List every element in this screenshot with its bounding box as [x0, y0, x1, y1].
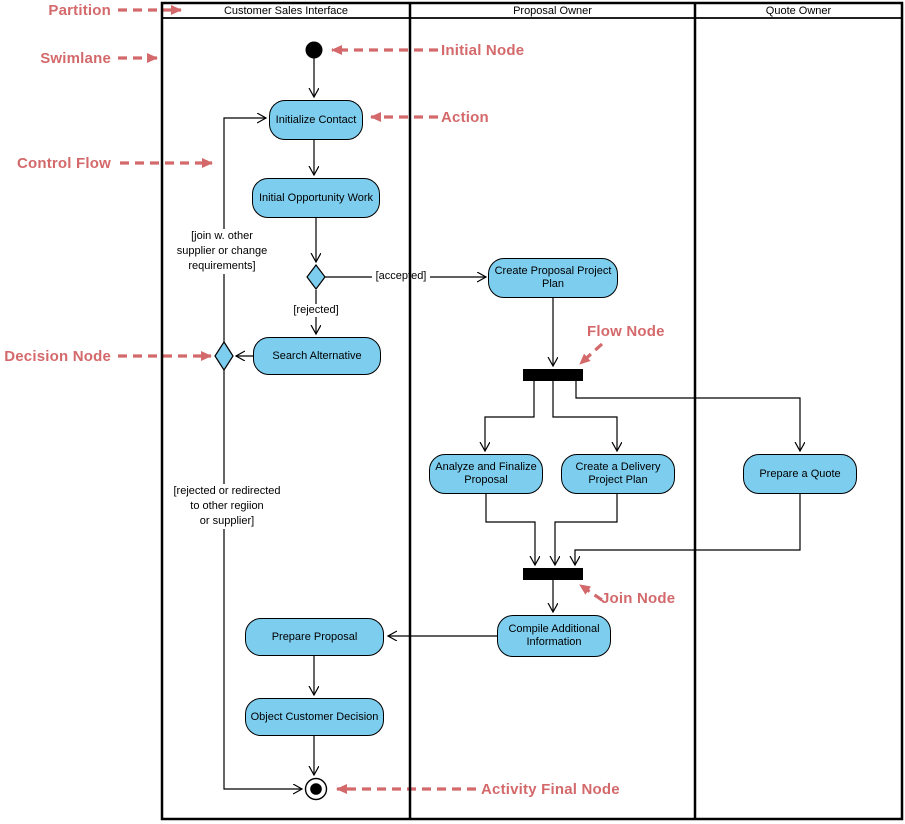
fork-node-bar [523, 369, 583, 381]
action-create-proposal-project-plan: Create Proposal Project Plan [488, 258, 618, 298]
action-prepare-a-quote: Prepare a Quote [743, 454, 857, 494]
flow-fork-to-analyze [485, 381, 535, 451]
guard-reject-final: [rejected or redirected to other regiion… [167, 484, 287, 529]
flow-fork-to-delivery [552, 381, 617, 451]
flow-delivery-to-join [555, 493, 618, 565]
action-initialize-contact: Initialize Contact [269, 100, 363, 140]
guard-rejected: [rejected] [290, 304, 342, 317]
activity-final-node-inner [310, 783, 322, 795]
annotation-activity-final-node: Activity Final Node [481, 781, 620, 798]
decision-node-1 [306, 264, 326, 290]
decision-node-2 [214, 340, 234, 372]
action-initial-opportunity-work: Initial Opportunity Work [252, 178, 380, 218]
annotation-partition: Partition [48, 2, 111, 19]
action-search-alternative: Search Alternative [253, 337, 381, 375]
initial-node [305, 41, 323, 59]
action-object-customer-decision: Object Customer Decision [245, 698, 384, 736]
join-node-callout-arrow [579, 583, 603, 602]
action-create-a-delivery-project-plan: Create a Delivery Project Plan [561, 454, 675, 494]
annotation-swimlane: Swimlane [40, 50, 111, 67]
annotation-action: Action [441, 109, 489, 126]
action-analyze-and-finalize-proposal: Analyze and Finalize Proposal [429, 454, 543, 494]
guard-join-alternative: [join w. other supplier or change requir… [170, 229, 274, 274]
join-node-bar [523, 568, 583, 580]
flow-quote-to-join [575, 493, 801, 565]
action-compile-additional-information: Compile Additional Information [497, 615, 611, 657]
guard-accepted: [accepted] [372, 270, 430, 283]
annotation-flow-node: Flow Node [587, 323, 665, 340]
annotation-join-node: Join Node [601, 590, 676, 607]
lane-title-proposal-owner: Proposal Owner [513, 5, 592, 17]
flow-fork-to-quote [575, 381, 800, 451]
lane-title-customer-sales-interface: Customer Sales Interface [223, 5, 349, 17]
flow-node-callout-arrow [578, 342, 604, 366]
action-prepare-proposal: Prepare Proposal [245, 618, 384, 656]
annotation-decision-node: Decision Node [4, 348, 111, 365]
annotation-initial-node: Initial Node [441, 42, 525, 59]
annotation-control-flow: Control Flow [16, 155, 111, 172]
flow-analyze-to-join [485, 493, 535, 565]
lane-title-quote-owner: Quote Owner [765, 5, 832, 17]
